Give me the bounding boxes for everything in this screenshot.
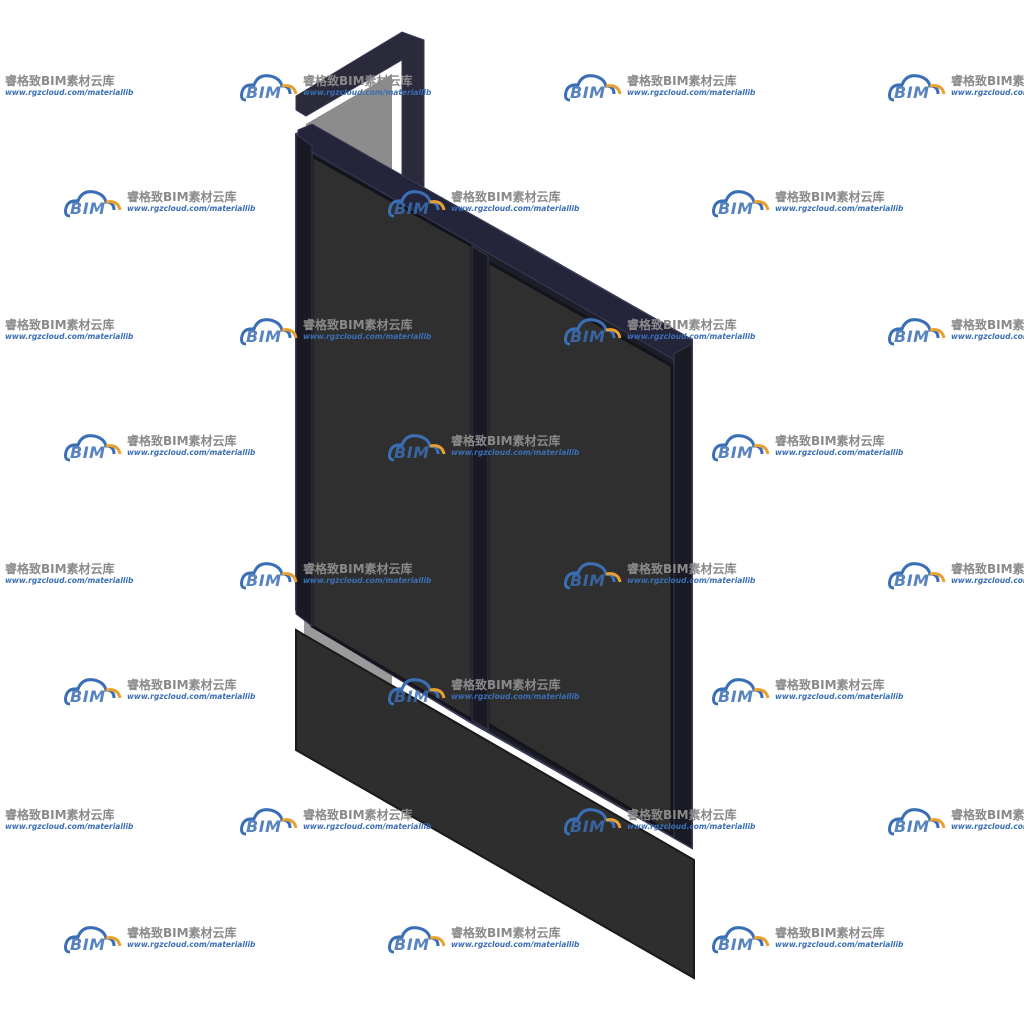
spandrel-panel [295, 628, 695, 980]
right-mullion [673, 343, 693, 849]
left-mullion [295, 133, 313, 627]
glass-pane-left [310, 153, 474, 723]
center-mullion [471, 245, 489, 731]
